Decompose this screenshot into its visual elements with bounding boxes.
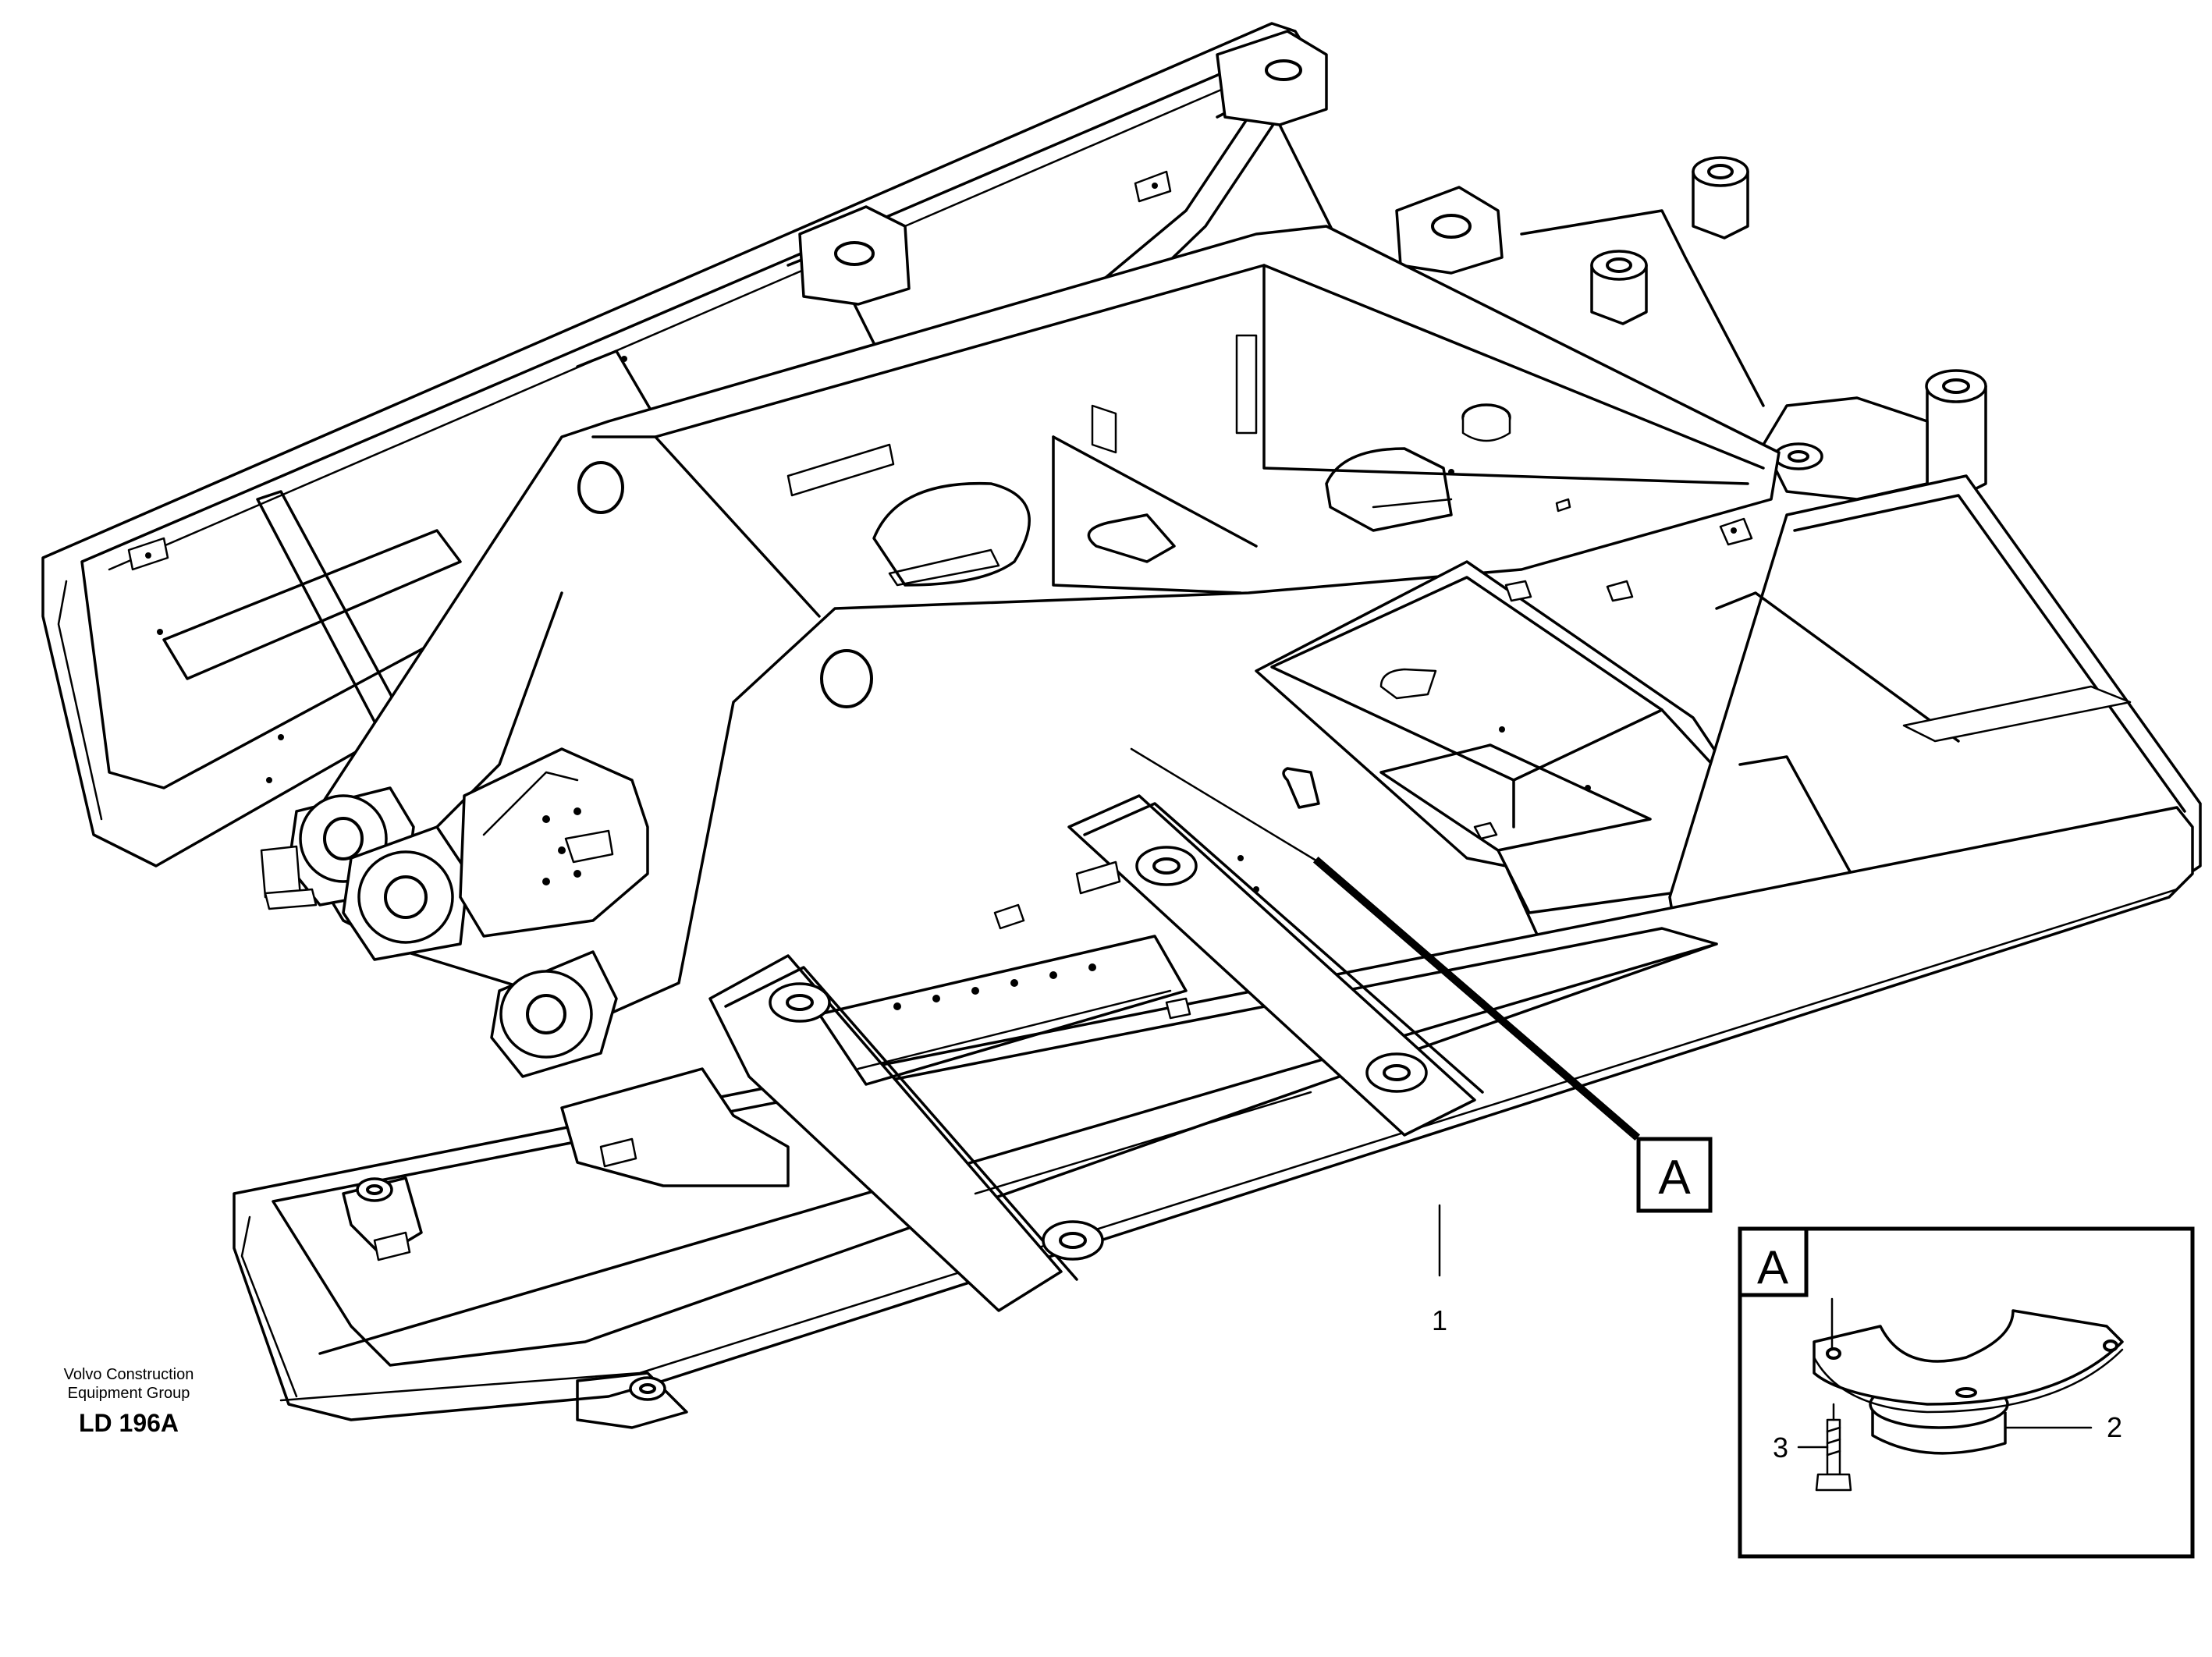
- callout-a: A: [1636, 1137, 1713, 1213]
- detail-a-label: A: [1757, 1241, 1788, 1293]
- drawing-credit: Volvo Construction Equipment Group LD 19…: [31, 1365, 226, 1440]
- center-boom-frame: [295, 225, 1781, 1016]
- bolt-part-3: [1815, 1297, 1852, 1492]
- company-line-1: Volvo Construction: [63, 1366, 194, 1383]
- front-frame: [233, 794, 2194, 1429]
- half-moon-plate: [1813, 1309, 2124, 1455]
- leader-lines: [1130, 747, 1641, 1277]
- callout-1: 1: [1432, 1304, 1447, 1336]
- right-pins: [1520, 156, 1987, 501]
- left-pivot-lugs: [260, 747, 649, 1078]
- top-mount-brackets: [798, 30, 1504, 306]
- drawing-code: LD 196A: [78, 1409, 179, 1437]
- callout-a-label: A: [1658, 1151, 1691, 1205]
- callout-2: 2: [2107, 1411, 2122, 1443]
- company-line-2: Equipment Group: [67, 1385, 190, 1402]
- detail-a-box: A 2 3: [1738, 1226, 2195, 1559]
- callout-3: 3: [1773, 1432, 1788, 1464]
